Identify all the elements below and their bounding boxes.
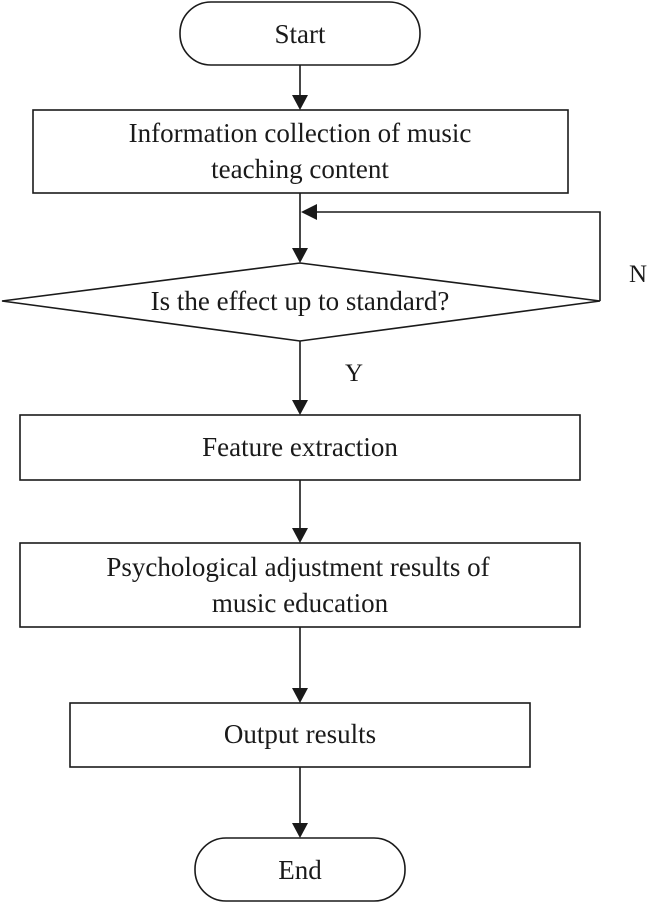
collect-label-line2: teaching content [211, 154, 389, 184]
output-label: Output results [224, 719, 376, 749]
psych-label-line2: music education [212, 588, 389, 618]
feature-label: Feature extraction [202, 432, 398, 462]
no-label: N [629, 261, 647, 288]
arrowhead-feature-to-psych [292, 528, 308, 543]
arrowhead-loop-back [301, 204, 317, 220]
collect-node [32, 109, 569, 194]
loop-back-edge [315, 211, 601, 301]
end-node [194, 837, 406, 902]
arrowhead-psych-to-output [292, 688, 308, 703]
yes-label: Y [345, 360, 363, 387]
arrowhead-collect-to-decision [292, 248, 308, 263]
arrowhead-output-to-end [292, 823, 308, 838]
start-label: Start [275, 19, 326, 49]
decision-label: Is the effect up to standard? [151, 286, 450, 316]
arrowhead-start-to-collect [292, 95, 308, 110]
collect-label-line1: Information collection of music [129, 118, 472, 148]
psych-label-line1: Psychological adjustment results of [106, 552, 489, 582]
output-node [69, 702, 531, 768]
arrowhead-decision-to-feature [292, 400, 308, 415]
end-label: End [278, 855, 322, 885]
